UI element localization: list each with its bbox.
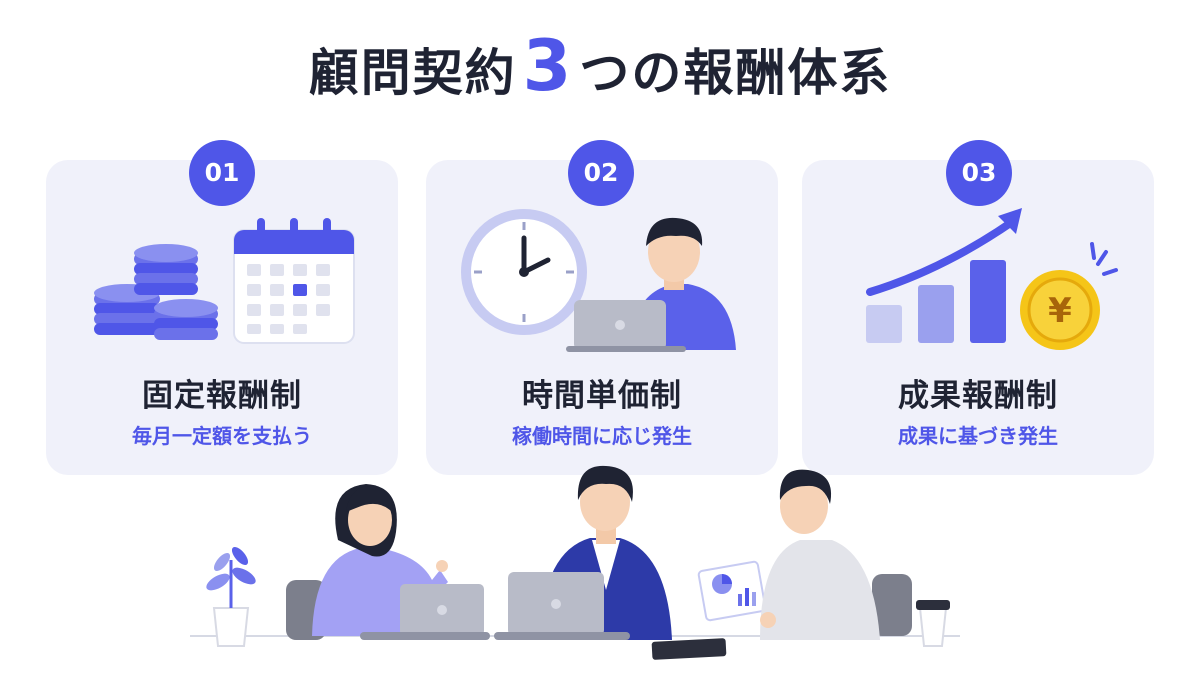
card-number-badge: 03 [946,140,1012,206]
title-number: 3 [522,25,574,107]
clock-icon [461,209,587,335]
plant-icon [206,546,256,647]
laptop-left [360,584,490,640]
tablet-chart-icon [697,560,767,622]
yen-coin-icon: ¥ [1020,242,1118,350]
card-subtitle: 稼働時間に応じ発生 [512,424,692,448]
card-subtitle: 毎月一定額を支払う [132,424,312,448]
card-subtitle: 成果に基づき発生 [898,424,1058,448]
card-number-badge: 02 [568,140,634,206]
coins-icon [94,244,218,340]
card-title: 固定報酬制 [142,378,302,414]
card-title: 成果報酬制 [898,378,1058,414]
person-woman [286,484,448,640]
card-number-badge: 01 [189,140,255,206]
card-illustration [461,209,736,352]
calendar-icon [233,218,355,344]
person-laptop-icon [566,217,736,352]
notebook-icon [651,638,727,660]
person-man-right [760,469,912,640]
person-man-center [494,465,672,640]
yen-symbol: ¥ [1048,291,1072,331]
growth-chart-icon [866,208,1022,343]
card-title: 時間単価制 [522,378,682,414]
card-fixed-fee: 固定報酬制 毎月一定額を支払う [46,160,398,475]
title-suffix: つの報酬体系 [579,44,892,102]
title-prefix: 顧問契約 [308,44,517,102]
card-success-fee: ¥ 成果報酬制 成果に基づき発生 [802,160,1154,475]
card-hourly-rate: 時間単価制 稼働時間に応じ発生 [426,160,778,475]
card-illustration: ¥ [866,208,1118,350]
coffee-cup-icon [916,600,950,647]
card-illustration [94,218,355,344]
